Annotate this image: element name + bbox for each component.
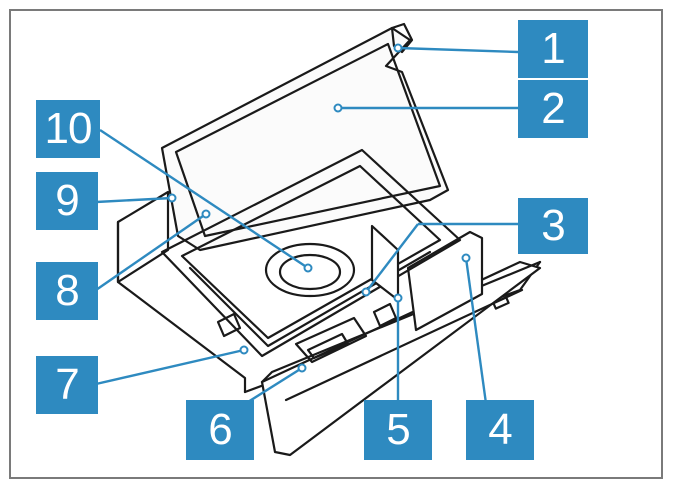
tray-outer	[160, 148, 462, 358]
leader-8	[95, 213, 207, 291]
callout-1: 1	[518, 20, 588, 78]
hinge-clip	[390, 22, 414, 54]
drain-knob	[372, 302, 398, 328]
callout-5: 5	[364, 400, 432, 460]
leader-dot-1	[393, 43, 403, 53]
drain-port-detail	[306, 332, 350, 360]
callout-9: 9	[36, 172, 98, 230]
callout-8: 8	[36, 262, 98, 320]
round-insert-outer	[264, 242, 356, 298]
corner-clip-left	[216, 312, 242, 338]
tray-inner	[180, 164, 442, 340]
leader-9	[95, 196, 173, 204]
leader-dot-4	[461, 253, 471, 263]
panel-button	[492, 296, 510, 310]
leader-7	[95, 348, 245, 386]
front-panel-trim	[284, 288, 524, 402]
round-insert-inner	[278, 253, 342, 291]
leader-dot-5	[393, 293, 403, 303]
callout-7: 7	[36, 356, 98, 414]
leader-10	[99, 129, 309, 269]
leader-dot-3	[361, 287, 371, 297]
leader-dot-9	[167, 193, 177, 203]
lid-outline	[160, 26, 450, 252]
leader-3-b	[365, 223, 419, 293]
housing-body	[116, 220, 247, 394]
callout-2: 2	[518, 80, 588, 138]
callout-3: 3	[518, 198, 588, 254]
leader-dot-6	[297, 363, 307, 373]
callout-6: 6	[186, 400, 254, 460]
leader-dot-8	[201, 209, 211, 219]
lid-inner-edge	[174, 42, 442, 238]
leader-1	[397, 46, 519, 54]
leader-dot-10	[303, 263, 313, 273]
callout-4: 4	[466, 400, 534, 460]
drain-port	[294, 316, 368, 364]
leader-dot-2	[333, 103, 343, 113]
leader-4	[464, 257, 490, 419]
leader-dot-7	[239, 345, 249, 355]
callout-10: 10	[36, 100, 100, 158]
